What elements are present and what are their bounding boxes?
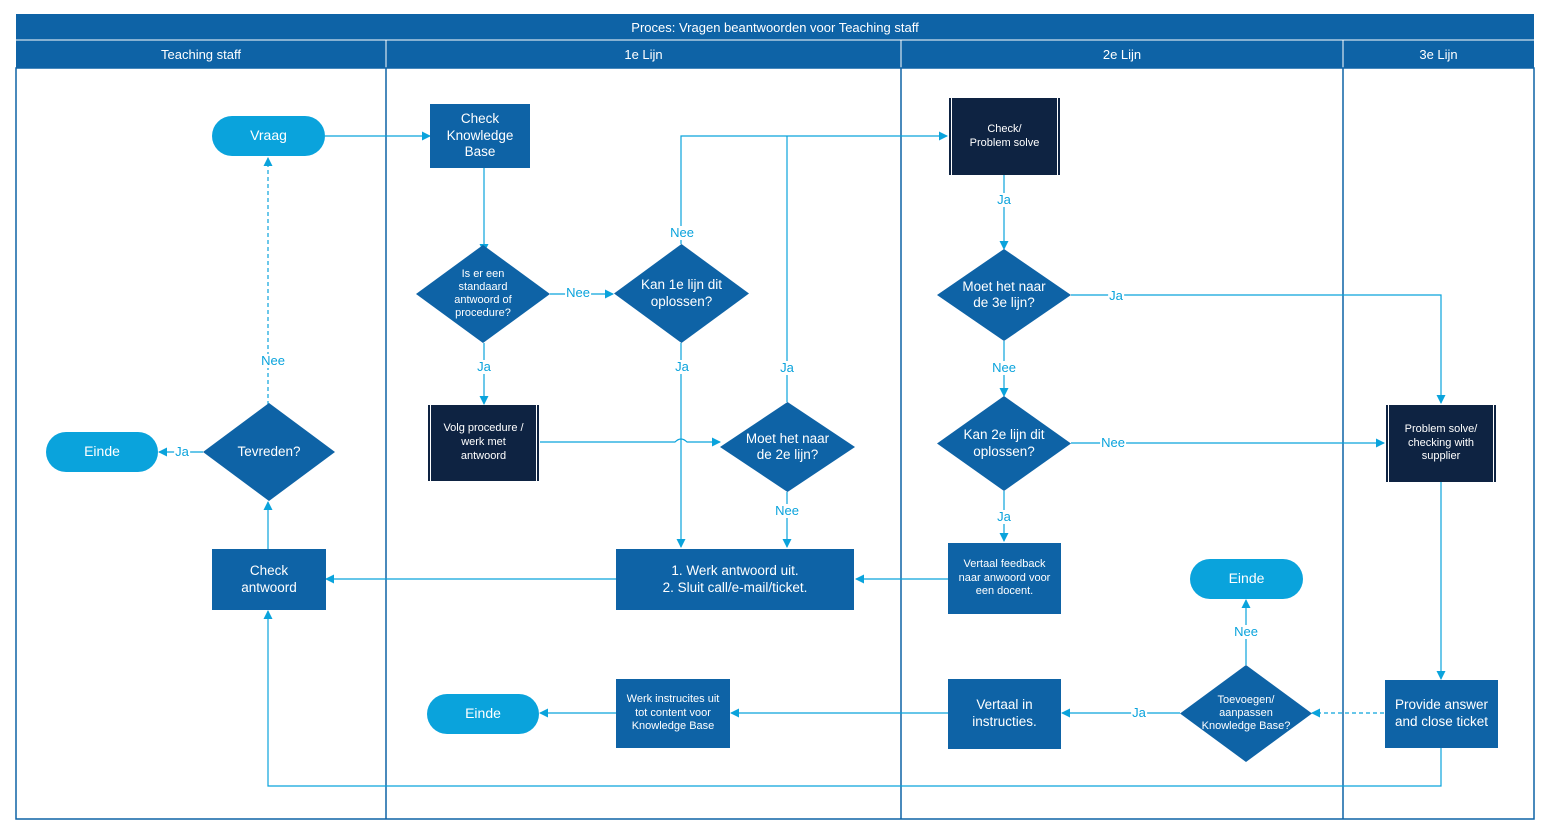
decision-moet-2e-lijn: Moet het naar de 2e lijn? <box>720 402 855 492</box>
decision-toevoegen-kb: Toevoegen/ aanpassen Knowledge Base? <box>1180 665 1312 762</box>
node-vertaal-instructies-label: Vertaal in instructies. <box>972 697 1037 729</box>
decision-toevoegen-kb-label: Toevoegen/ aanpassen Knowledge Base? <box>1201 693 1291 733</box>
lane-header-teaching-staff: Teaching staff <box>161 46 241 62</box>
edge-label-nee-kan1e: Nee <box>669 225 695 240</box>
node-volg-procedure: Volg procedure / werk met antwoord <box>427 405 540 481</box>
node-einde-mid-label: Einde <box>465 705 501 722</box>
node-einde-right-label: Einde <box>1228 570 1265 587</box>
node-werk-antwoord-uit-label: 1. Werk antwoord uit. 2. Sluit call/e-ma… <box>662 562 808 595</box>
node-check-knowledge-base-label: Check Knowledge Base <box>446 110 514 160</box>
edge-kan1e-check-problem <box>680 131 948 244</box>
node-vertaal-feedback: Vertaal feedback naar anwoord voor een d… <box>948 543 1061 614</box>
node-einde-left: Einde <box>46 432 158 472</box>
node-check-problem-solve-label: Check/ Problem solve <box>969 122 1040 149</box>
node-problem-solve-supplier-label: Problem solve/ checking with supplier <box>1404 422 1478 463</box>
node-werk-instructies-label: Werk instrucites uit tot content voor Kn… <box>626 692 720 733</box>
edge-label-nee-moet2e: Nee <box>774 503 800 518</box>
decision-kan-2e-lijn-label: Kan 2e lijn dit oplossen? <box>963 427 1045 459</box>
edge-label-nee-tevreden: Nee <box>260 353 286 368</box>
edge-label-nee-kan2e: Nee <box>1100 435 1126 450</box>
edge-label-ja-kan1e: Ja <box>674 359 690 374</box>
edge-label-ja-check: Ja <box>996 192 1012 207</box>
node-check-antwoord-label: Check antwoord <box>241 562 297 595</box>
decision-tevreden: Tevreden? <box>203 403 335 501</box>
edge-label-ja-moet3e: Ja <box>1108 288 1124 303</box>
node-volg-procedure-label: Volg procedure / werk met antwoord <box>443 422 524 462</box>
decision-moet-2e-lijn-label: Moet het naar de 2e lijn? <box>745 430 830 462</box>
node-check-problem-solve: Check/ Problem solve <box>948 98 1061 175</box>
lane-header-1e-lijn: 1e Lijn <box>624 46 663 62</box>
node-vertaal-instructies: Vertaal in instructies. <box>948 679 1061 749</box>
edge-label-nee-toevoegen: Nee <box>1233 624 1259 639</box>
edge-volg-moet2e <box>540 437 721 447</box>
lane-header-bar <box>16 40 1534 68</box>
decision-tevreden-label: Tevreden? <box>237 443 301 459</box>
decision-standaard-antwoord-label: Is er een standaard antwoord of procedur… <box>454 267 512 320</box>
decision-standaard-antwoord: Is er een standaard antwoord of procedur… <box>416 245 550 343</box>
node-werk-instructies: Werk instrucites uit tot content voor Kn… <box>616 679 730 748</box>
node-check-knowledge-base: Check Knowledge Base <box>430 104 530 168</box>
edge-label-nee-standaard: Nee <box>565 285 591 300</box>
decision-moet-3e-lijn: Moet het naar de 3e lijn? <box>937 249 1071 341</box>
node-werk-antwoord-uit: 1. Werk antwoord uit. 2. Sluit call/e-ma… <box>616 549 854 610</box>
lane-header-3e-lijn: 3e Lijn <box>1419 46 1458 62</box>
node-einde-left-label: Einde <box>84 443 120 460</box>
node-check-antwoord: Check antwoord <box>212 549 326 610</box>
lane-frame <box>15 67 1535 820</box>
decision-kan-2e-lijn: Kan 2e lijn dit oplossen? <box>937 396 1071 491</box>
decision-kan-1e-lijn-label: Kan 1e lijn dit oplossen? <box>640 277 723 309</box>
node-vertaal-feedback-label: Vertaal feedback naar anwoord voor een d… <box>958 557 1051 598</box>
node-vraag: Vraag <box>212 116 325 156</box>
title-bar <box>16 14 1534 40</box>
edge-label-ja-tevreden: Ja <box>174 444 190 459</box>
edge-label-nee-moet3e: Nee <box>991 360 1017 375</box>
edge-provide-check-antwoord <box>263 610 1442 787</box>
edge-moet3e-supplier <box>1071 294 1446 404</box>
node-vraag-label: Vraag <box>250 127 287 144</box>
decision-moet-3e-lijn-label: Moet het naar de 3e lijn? <box>962 278 1046 310</box>
diagram-title: Proces: Vragen beantwoorden voor Teachin… <box>631 19 919 35</box>
node-problem-solve-supplier: Problem solve/ checking with supplier <box>1385 405 1497 482</box>
edge-label-ja-moet2e: Ja <box>779 360 795 375</box>
node-einde-mid: Einde <box>427 694 539 734</box>
node-einde-right: Einde <box>1190 559 1303 599</box>
node-provide-answer-label: Provide answer and close ticket <box>1394 697 1489 729</box>
edge-label-ja-toevoegen: Ja <box>1131 705 1147 720</box>
decision-kan-1e-lijn: Kan 1e lijn dit oplossen? <box>614 244 749 343</box>
node-provide-answer: Provide answer and close ticket <box>1385 680 1498 748</box>
lane-header-2e-lijn: 2e Lijn <box>1102 46 1142 62</box>
edge-label-ja-standaard: Ja <box>476 359 492 374</box>
edge-label-ja-kan2e: Ja <box>996 509 1012 524</box>
